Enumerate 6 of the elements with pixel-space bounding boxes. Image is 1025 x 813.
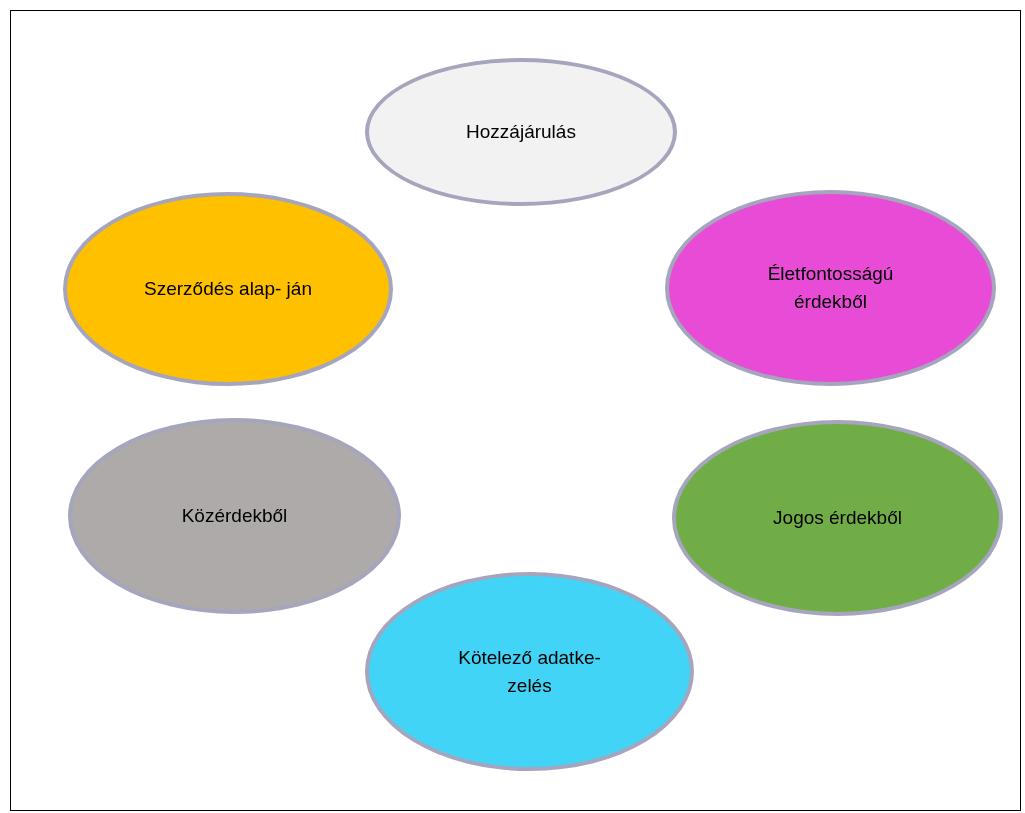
node-label: Életfontosságú érdekből xyxy=(766,262,895,314)
node-label: Jogos érdekből xyxy=(773,506,902,531)
node-label: Szerződés alap- ján xyxy=(144,277,312,302)
node-label: Hozzájárulás xyxy=(466,120,576,145)
node-label: Kötelező adatke- zelés xyxy=(457,645,602,698)
node-label: Közérdekből xyxy=(181,504,288,529)
